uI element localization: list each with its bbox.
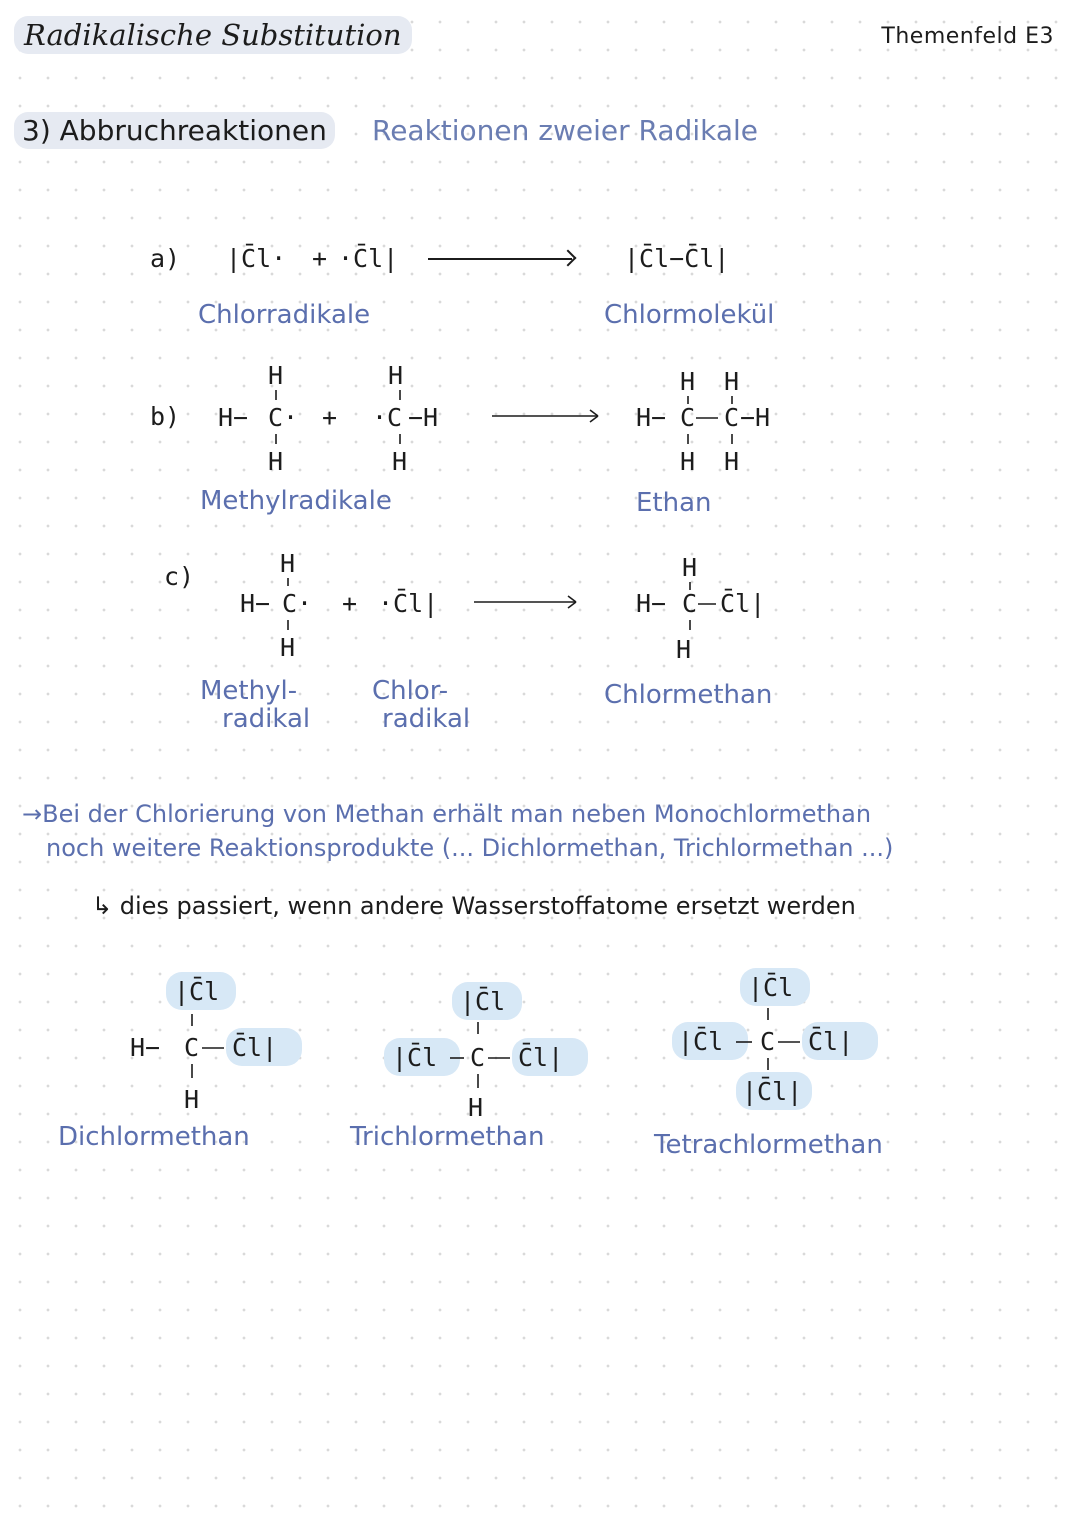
product-structures: |C̄l H− C C̄l| H |C̄l |C̄l C C̄l| H |C̄l…: [130, 968, 878, 1122]
atom-h: H: [724, 447, 739, 476]
highlight: [384, 1038, 460, 1076]
arrow-head: [567, 601, 577, 609]
section-subheading: Reaktionen zweier Radikale: [372, 114, 758, 147]
atom-h: H: [280, 549, 295, 578]
atom-c: C: [470, 1043, 485, 1072]
topic-label: Themenfeld E3: [881, 24, 1054, 49]
highlight: [512, 1038, 588, 1076]
atom-c: C: [682, 589, 697, 618]
highlight: [672, 1022, 748, 1060]
atom-cdot: C·: [282, 589, 312, 618]
page-title: Radikalische Substitution: [14, 16, 412, 54]
atom-hc: H−: [636, 589, 666, 618]
highlight: [802, 1022, 878, 1060]
atom-h: H: [724, 367, 739, 396]
atom-h: H: [280, 633, 295, 662]
atom-h: H: [268, 447, 283, 476]
reaction-c-label-chlor-2: radikal: [382, 704, 471, 734]
label-tetrachlormethan: Tetrachlormethan: [654, 1130, 883, 1160]
atom-hc: H−: [218, 403, 248, 432]
reaction-b-structures: H H− C· H + H ·C −H H H H H− C C −H H H: [218, 361, 770, 476]
atom-h: H: [392, 447, 407, 476]
atom-cl: |C̄l: [174, 976, 219, 1006]
atom-ch: −H: [408, 403, 438, 432]
atom-ch: −H: [740, 403, 770, 432]
atom-cl: |C̄l|: [742, 1076, 802, 1106]
label-trichlormethan: Trichlormethan: [350, 1122, 545, 1152]
reaction-a-plus: +: [312, 244, 328, 273]
atom-hc: H−: [636, 403, 666, 432]
atom-h: H: [268, 361, 283, 390]
label-dichlormethan: Dichlormethan: [58, 1122, 250, 1152]
arrow-head: [589, 409, 599, 417]
atom-hc: H−: [130, 1033, 160, 1062]
atom-cl: C̄l|: [720, 588, 765, 618]
atom-cl: C̄l|: [808, 1026, 853, 1056]
atom-cl: |C̄l: [460, 986, 505, 1016]
section-heading: 3) Abbruchreaktionen: [14, 112, 335, 149]
reaction-c-label-methyl-1: Methyl-: [200, 676, 298, 706]
atom-dotcl: ·C̄l|: [378, 588, 438, 618]
atom-h: H: [682, 553, 697, 582]
reaction-c-product-label: Chlormethan: [604, 680, 773, 710]
note-line-1: →Bei der Chlorierung von Methan erhält m…: [22, 800, 872, 828]
atom-c: C: [760, 1027, 775, 1056]
reaction-c-marker: c): [164, 562, 195, 591]
atom-hc: H−: [240, 589, 270, 618]
atom-cl: C̄l|: [518, 1042, 563, 1072]
atom-h: H: [680, 367, 695, 396]
highlight: [452, 982, 522, 1020]
highlight: [736, 1072, 812, 1110]
atom-h: H: [184, 1085, 199, 1114]
atom-cl: |C̄l: [678, 1026, 723, 1056]
reaction-b-product-label: Ethan: [636, 488, 712, 518]
atom-cl: |C̄l: [392, 1042, 437, 1072]
highlight: [166, 972, 236, 1010]
reaction-a-marker: a): [150, 244, 181, 273]
atom-dotc: ·C: [372, 403, 402, 432]
reaction-a-product: |C̄l−C̄l|: [624, 244, 730, 273]
reaction-b-marker: b): [150, 402, 181, 431]
reaction-a-reactant2: ·C̄l|: [338, 244, 399, 273]
atom-h: H: [468, 1093, 483, 1122]
arrow-head: [567, 595, 577, 603]
reaction-c-label-chlor-1: Chlor-: [372, 676, 449, 706]
reaction-a-arrow: [428, 258, 572, 260]
atom-h: H: [680, 447, 695, 476]
reaction-c-structures: H H− C· H + ·C̄l| H H− C C̄l| H: [240, 549, 765, 664]
reaction-a-reactant1: |C̄l·: [226, 244, 287, 273]
atom-c: C: [184, 1033, 199, 1062]
reaction-b-reactant-label: Methylradikale: [200, 486, 392, 516]
highlight: [226, 1028, 302, 1066]
atom-c: C: [680, 403, 695, 432]
arrow-head: [589, 415, 599, 423]
plus-sign: +: [322, 403, 337, 432]
note-line-2: noch weitere Reaktionsprodukte (... Dich…: [46, 834, 894, 862]
reaction-a-reactant-label: Chlorradikale: [198, 300, 371, 330]
reaction-c-label-methyl-2: radikal: [222, 704, 311, 734]
reaction-a-product-label: Chlormolekül: [604, 300, 775, 330]
highlight: [740, 968, 810, 1006]
atom-h: H: [676, 635, 691, 664]
atom-cl: C̄l|: [232, 1032, 277, 1062]
atom-c: C: [724, 403, 739, 432]
atom-h: H: [388, 361, 403, 390]
note-line-3: ↳ dies passiert, wenn andere Wasserstoff…: [92, 892, 856, 920]
plus-sign: +: [342, 589, 357, 618]
atom-cdot: C·: [268, 403, 298, 432]
atom-cl: |C̄l: [748, 972, 793, 1002]
